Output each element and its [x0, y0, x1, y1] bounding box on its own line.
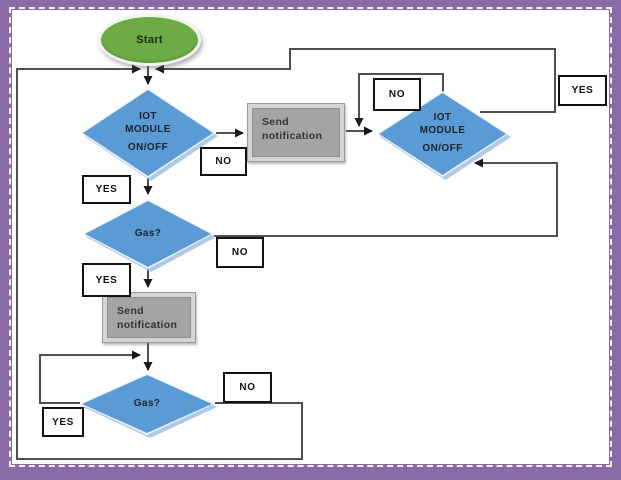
edge-iot-right-yes-loop	[155, 48, 556, 113]
edge-label-text: YES	[95, 184, 118, 195]
process-send-notification-1: Send notification	[247, 103, 345, 162]
decision-iot-module-left: IOT MODULE ON/OFF	[81, 88, 215, 178]
edge-label-text: NO	[231, 247, 249, 258]
process-line: Send	[117, 305, 144, 317]
edge-label-iot-left-yes: YES	[82, 175, 131, 204]
decision-gas-2: Gas?	[80, 373, 214, 435]
decision-text: Gas?	[80, 373, 214, 435]
decision-text: Gas?	[83, 199, 213, 269]
process-line: Send	[262, 116, 289, 128]
process-text: Send notification	[107, 297, 191, 338]
edge-label-iot-right-no: NO	[373, 78, 421, 111]
edge-label-text: NO	[215, 156, 232, 167]
decision-gas-1: Gas?	[83, 199, 213, 269]
edge-gas1-no-to-iot-right	[214, 158, 558, 237]
decision-line: ON/OFF	[127, 142, 169, 154]
decision-line: IOT	[433, 112, 452, 124]
edge-label-gas1-yes: YES	[82, 263, 131, 297]
edge-label-text: NO	[388, 89, 406, 100]
edge-label-gas1-no: NO	[216, 237, 264, 268]
decision-line: MODULE	[419, 124, 466, 136]
edge-label-gas2-yes: YES	[42, 407, 84, 437]
edge-gas2-yes-loop	[39, 350, 141, 404]
decision-line: MODULE	[125, 123, 171, 135]
edge-iot-right-no-loop	[354, 73, 444, 127]
decision-line: Gas?	[134, 227, 162, 239]
decision-text: IOT MODULE ON/OFF	[377, 91, 508, 177]
start-terminator: Start	[98, 14, 201, 66]
decision-line: ON/OFF	[422, 143, 463, 155]
edge-gas2-no-loop	[16, 64, 303, 460]
edge-label-iot-right-yes: YES	[558, 75, 607, 106]
process-line: notification	[117, 319, 178, 332]
edge-label-text: YES	[52, 416, 74, 428]
decision-text: IOT MODULE ON/OFF	[81, 88, 215, 178]
process-send-notification-2: Send notification	[102, 292, 196, 343]
decision-line: IOT	[139, 111, 157, 123]
edge-label-text: YES	[95, 274, 118, 286]
edge-label-text: NO	[239, 382, 256, 393]
edge-label-text: YES	[571, 85, 594, 96]
edge-label-iot-left-no: NO	[200, 147, 247, 176]
edge-label-gas2-no: NO	[223, 372, 272, 403]
start-label: Start	[136, 34, 163, 46]
process-line: notification	[262, 130, 323, 143]
decision-line: Gas?	[133, 397, 161, 409]
process-text: Send notification	[252, 108, 340, 157]
